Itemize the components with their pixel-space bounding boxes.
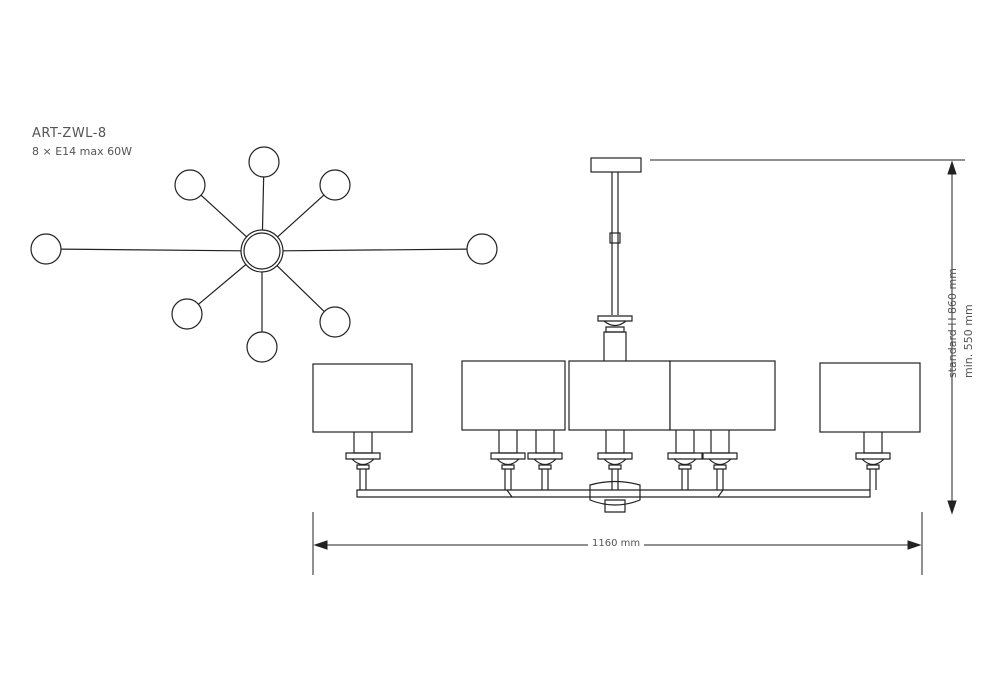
lamp-shade	[568, 360, 671, 431]
candle-cup	[527, 452, 563, 470]
candle-cup	[667, 452, 703, 470]
top-view-shade	[319, 169, 351, 201]
center-column	[603, 331, 627, 363]
width-arrows	[313, 540, 922, 550]
rod-coupler	[609, 232, 621, 244]
height-standard-label: standard H 860 mm	[946, 268, 959, 378]
side-view	[312, 157, 921, 513]
top-view-shade	[246, 331, 278, 363]
candle-cup	[702, 452, 738, 470]
height-min-label: min. 550 mm	[962, 304, 975, 378]
rod-canopy	[597, 315, 633, 333]
lamp-shade	[312, 363, 413, 433]
width-label: 1160 mm	[588, 538, 645, 549]
top-view-arm	[200, 194, 247, 238]
top-view-arm	[277, 194, 325, 238]
top-view-shade	[466, 233, 498, 265]
height-arrows	[947, 160, 957, 515]
top-view	[30, 146, 498, 363]
top-view-arm	[282, 248, 468, 252]
arm-bar	[356, 489, 871, 498]
top-view-shade	[30, 233, 62, 265]
candle-cup	[855, 452, 891, 470]
top-view-center-hub-inner	[243, 232, 281, 270]
bulb-spec: 8 × E14 max 60W	[32, 145, 132, 158]
center-hub	[589, 480, 641, 513]
candle-cup	[345, 452, 381, 470]
candle-cup	[490, 452, 526, 470]
top-view-shade	[171, 298, 203, 330]
lamp-shade	[461, 360, 566, 431]
top-view-shade	[174, 169, 206, 201]
top-view-shade	[319, 306, 351, 338]
candle-cup	[597, 452, 633, 470]
lamp-shade	[819, 362, 921, 433]
top-view-arm	[60, 248, 242, 252]
top-view-center-hub	[240, 229, 284, 273]
ceiling-plate	[590, 157, 642, 173]
top-view-arm	[276, 265, 325, 312]
lamp-shade	[669, 360, 776, 431]
top-view-arm	[198, 264, 247, 305]
top-view-shade	[248, 146, 280, 178]
model-name: ART-ZWL-8	[32, 126, 107, 141]
top-view-arm	[261, 176, 265, 231]
